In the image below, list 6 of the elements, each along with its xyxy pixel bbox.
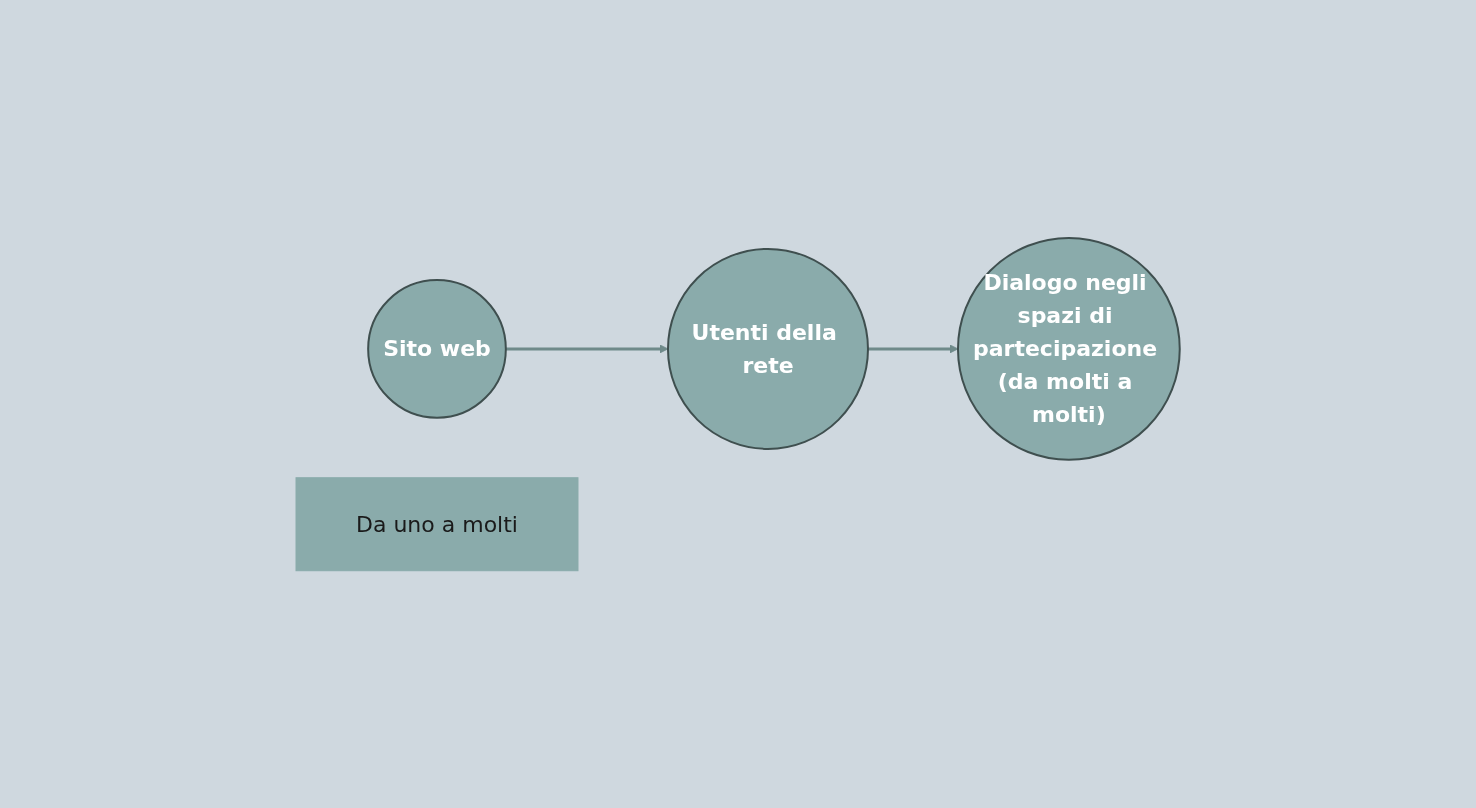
- node-circle: Utenti della rete: [667, 247, 870, 450]
- node-circle: Sito web: [367, 278, 507, 419]
- node-circle: Dialogo negli spazi di partecipazione (da molti a molti): [957, 236, 1181, 461]
- arrow: [868, 344, 959, 353]
- node-box: Da uno a molti: [295, 476, 579, 571]
- arrow: [505, 344, 669, 353]
